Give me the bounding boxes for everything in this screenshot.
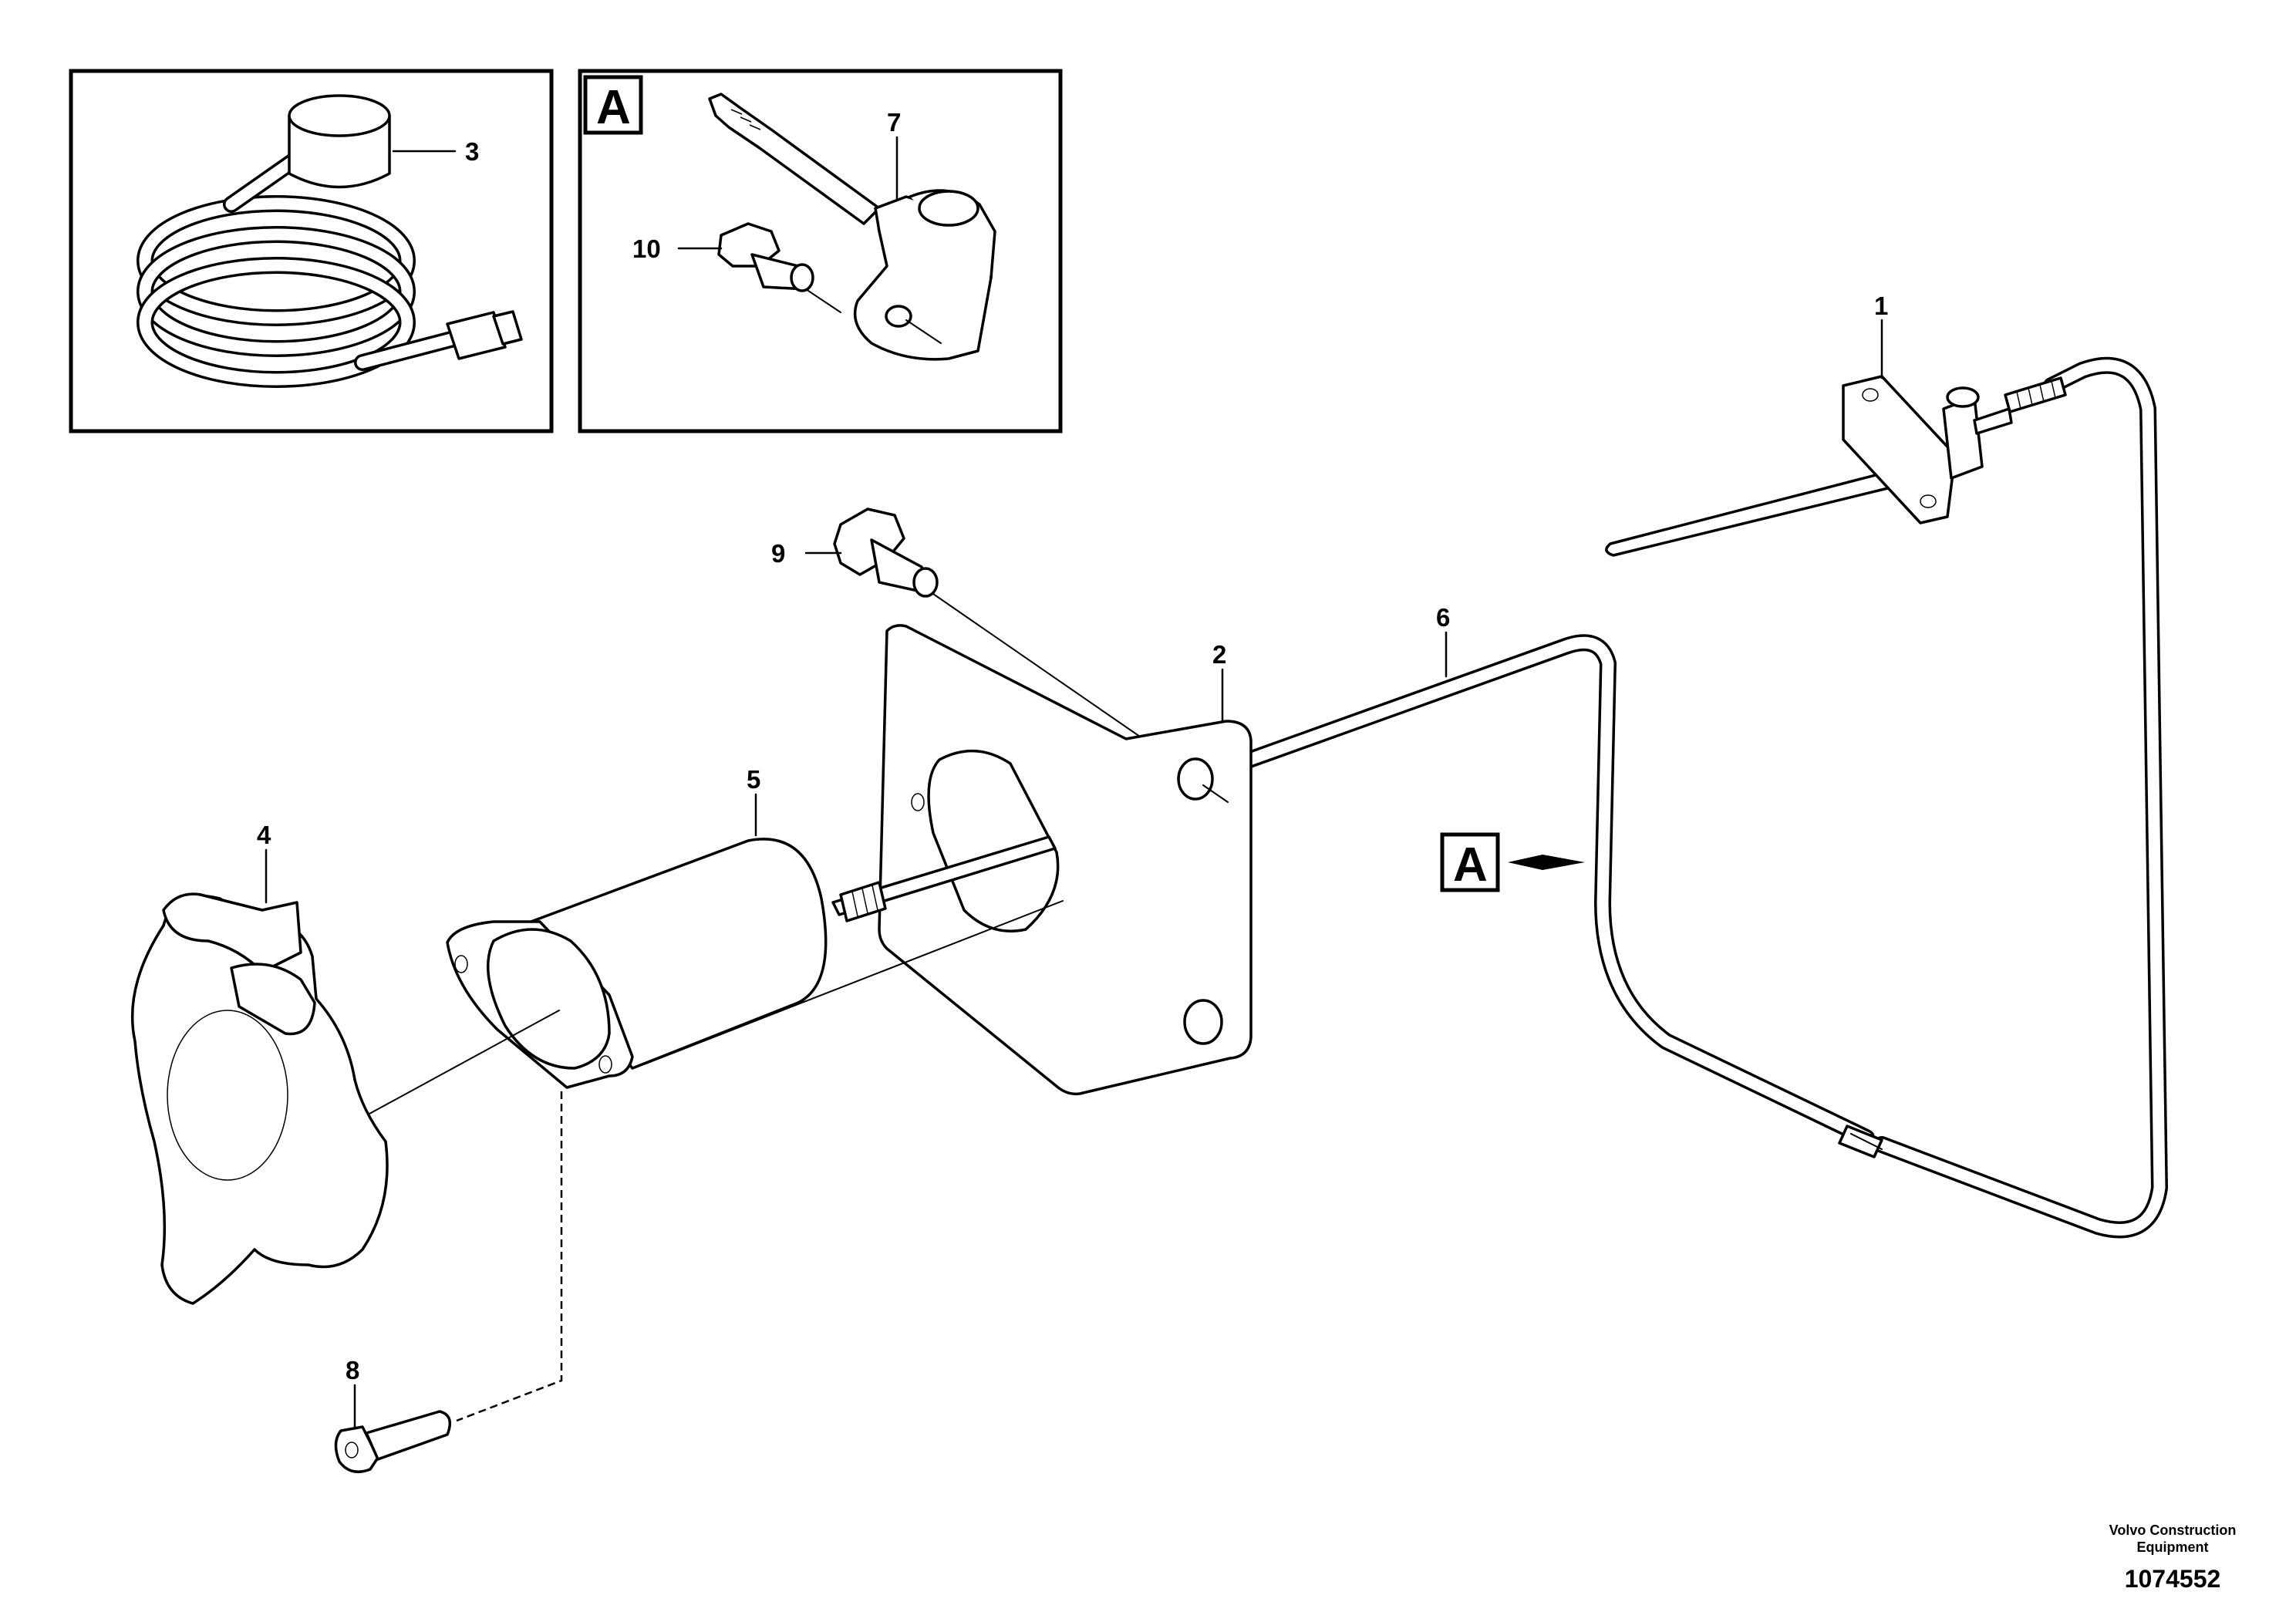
drawing-footer: Volvo Construction Equipment 1074552 — [2109, 1523, 2237, 1593]
flange-bolt-10 — [717, 222, 841, 313]
view-a-pointer-label: A — [1453, 838, 1488, 892]
callout-4: 4 — [257, 821, 271, 849]
brand-line-2: Equipment — [2137, 1539, 2209, 1555]
view-a-arrow-icon — [1508, 855, 1585, 870]
callout-6: 6 — [1436, 603, 1450, 632]
harness-tube-6 — [1241, 356, 2168, 1239]
inset-frame-left — [69, 69, 554, 433]
callout-1: 1 — [1874, 292, 1888, 320]
brand-line-1: Volvo Construction — [2109, 1523, 2237, 1538]
view-a-label: A — [596, 81, 631, 134]
flange-bolt-9 — [833, 508, 1141, 737]
view-a-pointer-box — [1440, 832, 1500, 892]
coiled-cable — [137, 94, 523, 388]
callout-7: 7 — [887, 108, 901, 137]
mounting-bracket-2 — [878, 624, 1253, 1096]
inset-coiled-cable: 3 — [69, 69, 554, 433]
view-a-box — [583, 75, 643, 135]
sensor-rod — [831, 835, 1057, 922]
callout-3: 3 — [465, 137, 479, 166]
protective-cover-4 — [130, 892, 389, 1305]
inset-detail-a: A 7 10 — [578, 69, 1063, 433]
callout-8: 8 — [346, 1356, 359, 1384]
sensor-probe-7 — [708, 93, 996, 361]
callout-9: 9 — [771, 539, 785, 568]
drawing-number: 1074552 — [2125, 1565, 2221, 1593]
callout-5: 5 — [747, 765, 760, 794]
sensor-housing-5 — [360, 838, 1064, 1119]
view-a-pointer: A — [1440, 832, 1585, 892]
callout-10: 10 — [632, 234, 661, 263]
screw-8 — [334, 1091, 563, 1474]
inset-frame-right — [578, 69, 1063, 433]
callout-2: 2 — [1212, 640, 1226, 669]
temperature-sensor-1 — [1605, 375, 2013, 557]
